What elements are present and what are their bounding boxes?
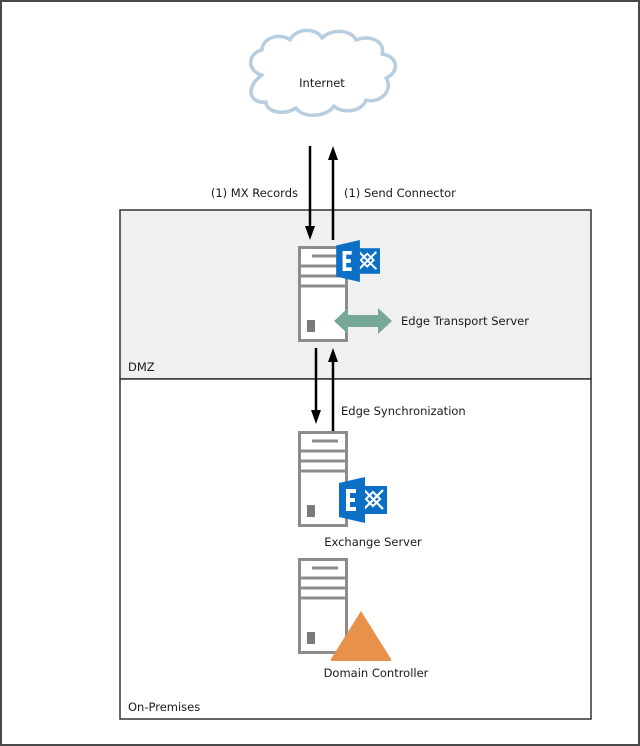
arrow-up-icon — [328, 348, 338, 362]
domain-controller-label: Domain Controller — [324, 666, 429, 680]
internet-cloud: Internet — [249, 28, 397, 117]
send-connector-label: (1) Send Connector — [344, 186, 456, 200]
dmz-zone: DMZ — [119, 209, 592, 380]
mx-records-connection: (1) MX Records — [211, 146, 315, 240]
arrow-up-icon — [328, 146, 338, 160]
onprem-zone: On-Premises — [119, 378, 592, 720]
arrow-down-icon — [305, 226, 315, 240]
edge-transport-label: Edge Transport Server — [401, 314, 529, 328]
domain-controller-triangle-icon — [330, 611, 392, 661]
exchange-server-label: Exchange Server — [324, 535, 422, 549]
sync-arrow-icon — [334, 308, 392, 334]
onprem-label: On-Premises — [128, 700, 200, 714]
mx-records-label: (1) MX Records — [211, 186, 298, 200]
server-icon — [298, 557, 348, 655]
edge-transport-server: Edge Transport Server — [298, 240, 529, 343]
edge-sync-connection: Edge Synchronization — [311, 348, 466, 432]
edge-sync-label: Edge Synchronization — [341, 404, 466, 418]
internet-label: Internet — [299, 76, 345, 90]
domain-controller: Domain Controller — [298, 557, 429, 680]
send-connector-connection: (1) Send Connector — [328, 146, 456, 240]
exchange-server: Exchange Server — [298, 430, 422, 549]
arrow-down-icon — [311, 410, 321, 424]
cloud-icon — [249, 28, 397, 117]
dmz-label: DMZ — [128, 360, 155, 374]
